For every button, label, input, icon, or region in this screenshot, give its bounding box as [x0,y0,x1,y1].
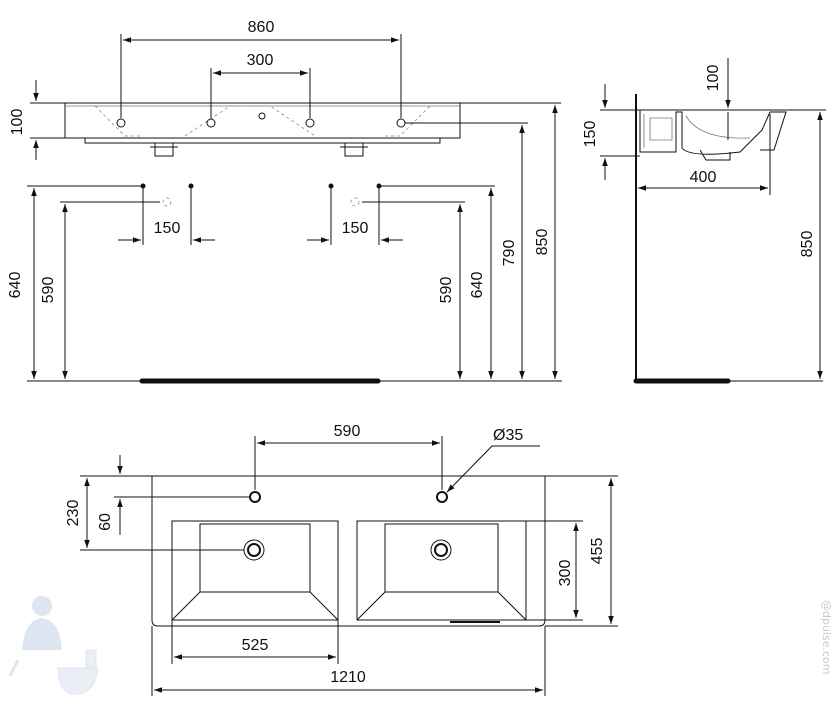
right-drain-pipe [344,142,364,157]
dim-overall-depth: 455 [589,538,606,565]
dim-overall-width: 1210 [330,669,366,686]
tap-hole [396,118,406,128]
tap-hole [249,491,261,503]
dim-hole-diameter: Ø35 [493,427,523,444]
plumber-logo [8,596,99,695]
front-view: 860 300 100 150 640 590 [7,19,562,384]
dim-right-inner-height: 590 [438,277,455,304]
tap-hole [116,118,126,128]
overflow-hole [258,112,266,120]
dim-bowl-width: 525 [242,637,269,654]
dim-thickness: 100 [9,109,26,136]
dim-tap-spacing: 590 [334,423,361,440]
dim-bowl-depth: 300 [557,560,574,587]
side-view: 100 150 400 850 [582,58,826,384]
left-drain-pipe [154,142,174,157]
dim-right-spacing: 150 [342,220,369,237]
dim-total-height: 850 [534,229,551,256]
dim-left-spacing: 150 [154,220,181,237]
dim-back-to-tap: 60 [97,513,114,531]
dim-back-to-drain: 230 [65,500,82,527]
top-view: 590 Ø35 230 60 525 1210 300 455 [65,423,618,696]
right-drain [430,539,452,561]
tap-hole [436,491,448,503]
tap-hole [305,118,315,128]
left-bowl [171,520,339,621]
dim-depth: 400 [690,169,717,186]
dim-top-width: 860 [248,19,275,36]
dim-left-inner-height: 590 [40,277,57,304]
basin-profile [639,110,787,155]
top-basin-outline [151,475,546,627]
dim-center-spacing: 300 [247,52,274,69]
dim-left-outer-height: 640 [7,272,24,299]
dim-top-offset: 100 [705,65,722,92]
dim-right-outer-height: 640 [469,272,486,299]
right-bowl [356,520,527,621]
dim-rim-height: 150 [582,121,599,148]
dim-overflow-height: 790 [501,240,518,267]
dim-side-total-height: 850 [799,231,816,258]
front-basin-body [64,102,461,139]
watermark-text: @dpulse.com [820,600,833,674]
tap-hole [206,118,216,128]
